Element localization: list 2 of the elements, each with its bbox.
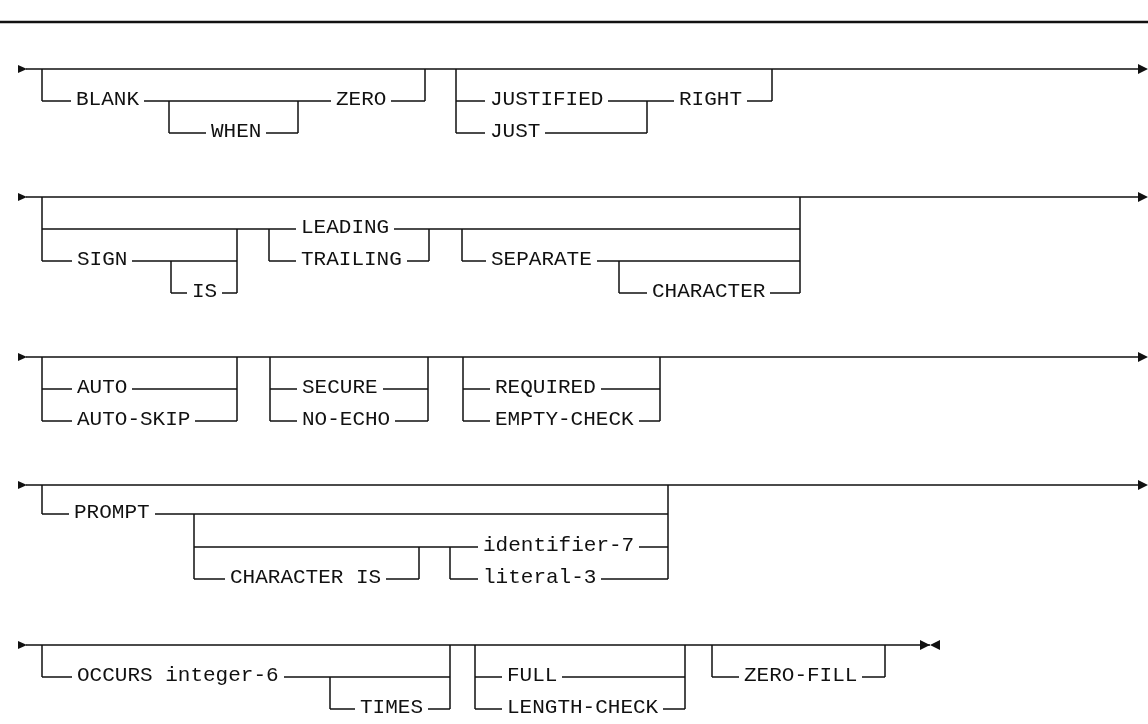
syntax-keyword: REQUIRED <box>490 377 601 399</box>
syntax-keyword: OCCURS integer-6 <box>72 665 284 687</box>
